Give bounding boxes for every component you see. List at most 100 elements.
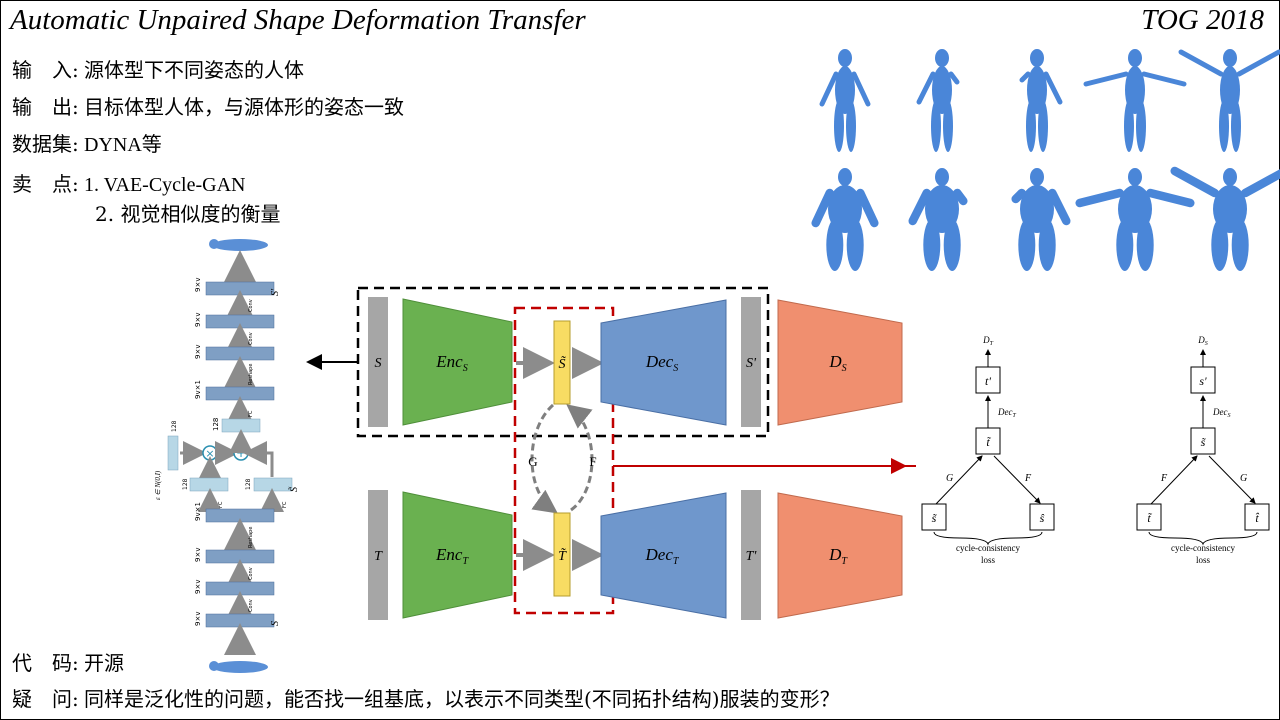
decoder-s (600, 299, 727, 426)
layer-fc-1: FC (248, 410, 254, 417)
encoder-s (402, 298, 513, 426)
cr-g-label: G (1240, 473, 1247, 484)
mesh-icon-bottom (209, 661, 268, 673)
encoder-t-label: EncT (435, 545, 469, 567)
question-row: 疑 问:同样是泛化性的问题，能否找一组基底，以表示不同类型(不同拓扑结构)服装的… (12, 686, 840, 712)
cl-loss-1: cycle-consistency (956, 543, 1020, 553)
cycle-diagram-right: DS s' DecS s̃ F G t̃ t̂ cycle-consistenc… (1136, 335, 1270, 565)
output-row: 输 出:目标体型人体，与源体形的姿态一致 (12, 94, 404, 120)
dataset-row: 数据集:DYNA等 (12, 131, 162, 158)
vae-diagram: 9×v S' 9×v Conv 9×v Conv 9v×1 Reshape 12… (154, 239, 300, 673)
cl-node-mid: t̃ (986, 435, 991, 449)
cr-loss-1: cycle-consistency (1171, 543, 1235, 553)
cr-node-right: t̂ (1255, 511, 1259, 525)
decoder-t-label: DecT (645, 545, 680, 567)
dim-2: 9×v (194, 313, 202, 327)
layer-conv-2: Conv (248, 332, 254, 345)
dim-mu: 128 (182, 478, 189, 490)
body-figure (1075, 168, 1195, 271)
layer-fc-2: FC (218, 501, 224, 508)
highlights-row: 卖 点:1. VAE-Cycle-GAN (12, 171, 245, 198)
output-label: 输 出: (12, 95, 79, 119)
question-label: 疑 问: (12, 687, 79, 711)
cl-node-right: ŝ (1040, 511, 1045, 525)
decoder-t (600, 492, 727, 619)
highlights-label: 卖 点: (12, 172, 79, 196)
map-f-label: F (589, 454, 596, 469)
dim-4: 9v×1 (194, 380, 202, 399)
dataset-text: DYNA等 (84, 134, 162, 156)
layer-conv-4: Conv (248, 599, 254, 612)
body-figure (1011, 168, 1071, 271)
map-g-arrow (530, 403, 558, 514)
dim-3: 9×v (194, 345, 202, 359)
body-image-grid (811, 49, 1280, 271)
body-figure (819, 49, 871, 152)
discriminator-s (777, 299, 903, 426)
input-row: 输 入:源体型下不同姿态的人体 (12, 57, 304, 83)
cl-g-label: G (946, 473, 953, 484)
cl-node-top: t' (985, 374, 991, 388)
paper-title: Automatic Unpaired Shape Deformation Tra… (10, 4, 586, 36)
input-bar-t (368, 490, 388, 620)
highlight-2: 2. 视觉相似度的衡量 (95, 202, 281, 226)
output-t-label: T' (746, 549, 758, 564)
layer-reshape-1: Reshape (248, 364, 254, 385)
latent-t-label: T̃ (558, 548, 567, 564)
cl-node-left: s̃ (932, 511, 937, 525)
cr-edge-dec: DecS (1212, 407, 1231, 419)
vae-s-out: S' (270, 288, 281, 296)
input-text: 源体型下不同姿态的人体 (84, 58, 304, 82)
input-label: 输 入: (12, 58, 79, 82)
layer-out (205, 281, 275, 296)
cr-node-left: t̃ (1147, 511, 1152, 525)
output-bar-t (741, 490, 761, 620)
dim-10: 9×v (194, 580, 202, 594)
code-label: 代 码: (12, 651, 79, 675)
mesh-icon-top (209, 239, 268, 251)
input-bar-s (368, 297, 388, 427)
svg-text:×: × (205, 447, 214, 460)
body-figure (1170, 166, 1280, 271)
highlight-1: 1. VAE-Cycle-GAN (84, 174, 246, 196)
dim-sigma: 128 (245, 478, 252, 490)
latent-s-label: S̃ (559, 356, 567, 372)
layer-conv-3: Conv (248, 567, 254, 580)
map-g-label: G (528, 454, 537, 469)
latent-s (553, 320, 571, 405)
output-bar-s (741, 297, 761, 427)
dim-9: 9×v (194, 548, 202, 562)
source-vae-box (356, 286, 770, 438)
dim-eps: 128 (171, 420, 178, 432)
question-text: 同样是泛化性的问题，能否找一组基底，以表示不同类型(不同拓扑结构)服装的变形？ (84, 687, 840, 711)
layer-conv-1: Conv (248, 299, 254, 312)
cycle-diagram-left: DT t' DecT t̃ G F s̃ ŝ cycle-consistency… (921, 335, 1055, 565)
input-t-label: T (374, 549, 383, 564)
layer-reshape-2: Reshape (248, 527, 254, 548)
cl-f-label: F (1024, 473, 1032, 484)
body-figure (1019, 49, 1063, 152)
eps-label: ε ∈ N(0,I) (154, 470, 162, 500)
decoder-s-label: DecS (645, 352, 678, 374)
dim-8: 9v×1 (194, 502, 202, 521)
discriminator-t-label: DT (828, 545, 848, 567)
body-figure (811, 168, 879, 271)
code-text: 开源 (84, 651, 124, 675)
vae-s-tilde: S̃ (287, 487, 300, 492)
cl-loss-2: loss (981, 555, 996, 565)
cr-top-label: DS (1197, 335, 1208, 347)
dim-1: 9×v (194, 278, 202, 292)
body-figure (1083, 49, 1187, 152)
cr-f-label: F (1160, 473, 1168, 484)
body-figure (908, 168, 968, 271)
cr-loss-2: loss (1196, 555, 1211, 565)
map-f-arrow (566, 404, 594, 512)
dim-11: 9×v (194, 612, 202, 626)
output-s-label: S' (746, 356, 757, 371)
code-row: 代 码:开源 (12, 650, 124, 676)
cl-top-label: DT (982, 335, 994, 347)
svg-text:+: + (236, 446, 246, 460)
cr-node-mid: s̃ (1201, 435, 1206, 449)
input-s-label: S (375, 356, 382, 371)
